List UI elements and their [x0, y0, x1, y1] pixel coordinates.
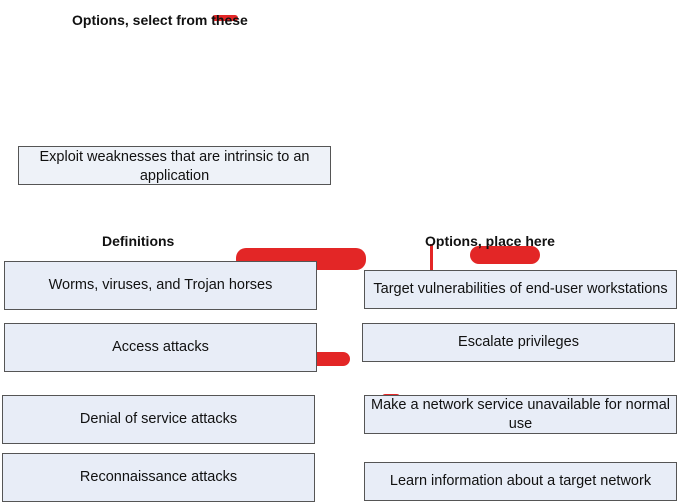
- drop-target-1[interactable]: Target vulnerabilities of end-user works…: [364, 270, 677, 309]
- targets-heading: Options, place here: [425, 233, 555, 249]
- drop-target-2[interactable]: Escalate privileges: [362, 323, 675, 362]
- watermark-fragment: [470, 246, 540, 264]
- definition-denial-of-service: Denial of service attacks: [2, 395, 315, 444]
- watermark-fragment: [430, 244, 433, 270]
- definitions-heading: Definitions: [102, 233, 175, 249]
- options-heading: Options, select from these: [72, 12, 248, 28]
- definition-reconnaissance: Reconnaissance attacks: [2, 453, 315, 502]
- drop-target-3[interactable]: Make a network service unavailable for n…: [364, 395, 677, 434]
- watermark-fragment: [212, 15, 238, 21]
- source-option-1[interactable]: Exploit weaknesses that are intrinsic to…: [18, 146, 331, 185]
- drop-target-4[interactable]: Learn information about a target network: [364, 462, 677, 501]
- definition-access-attacks: Access attacks: [4, 323, 317, 372]
- definition-worms-viruses-trojans: Worms, viruses, and Trojan horses: [4, 261, 317, 310]
